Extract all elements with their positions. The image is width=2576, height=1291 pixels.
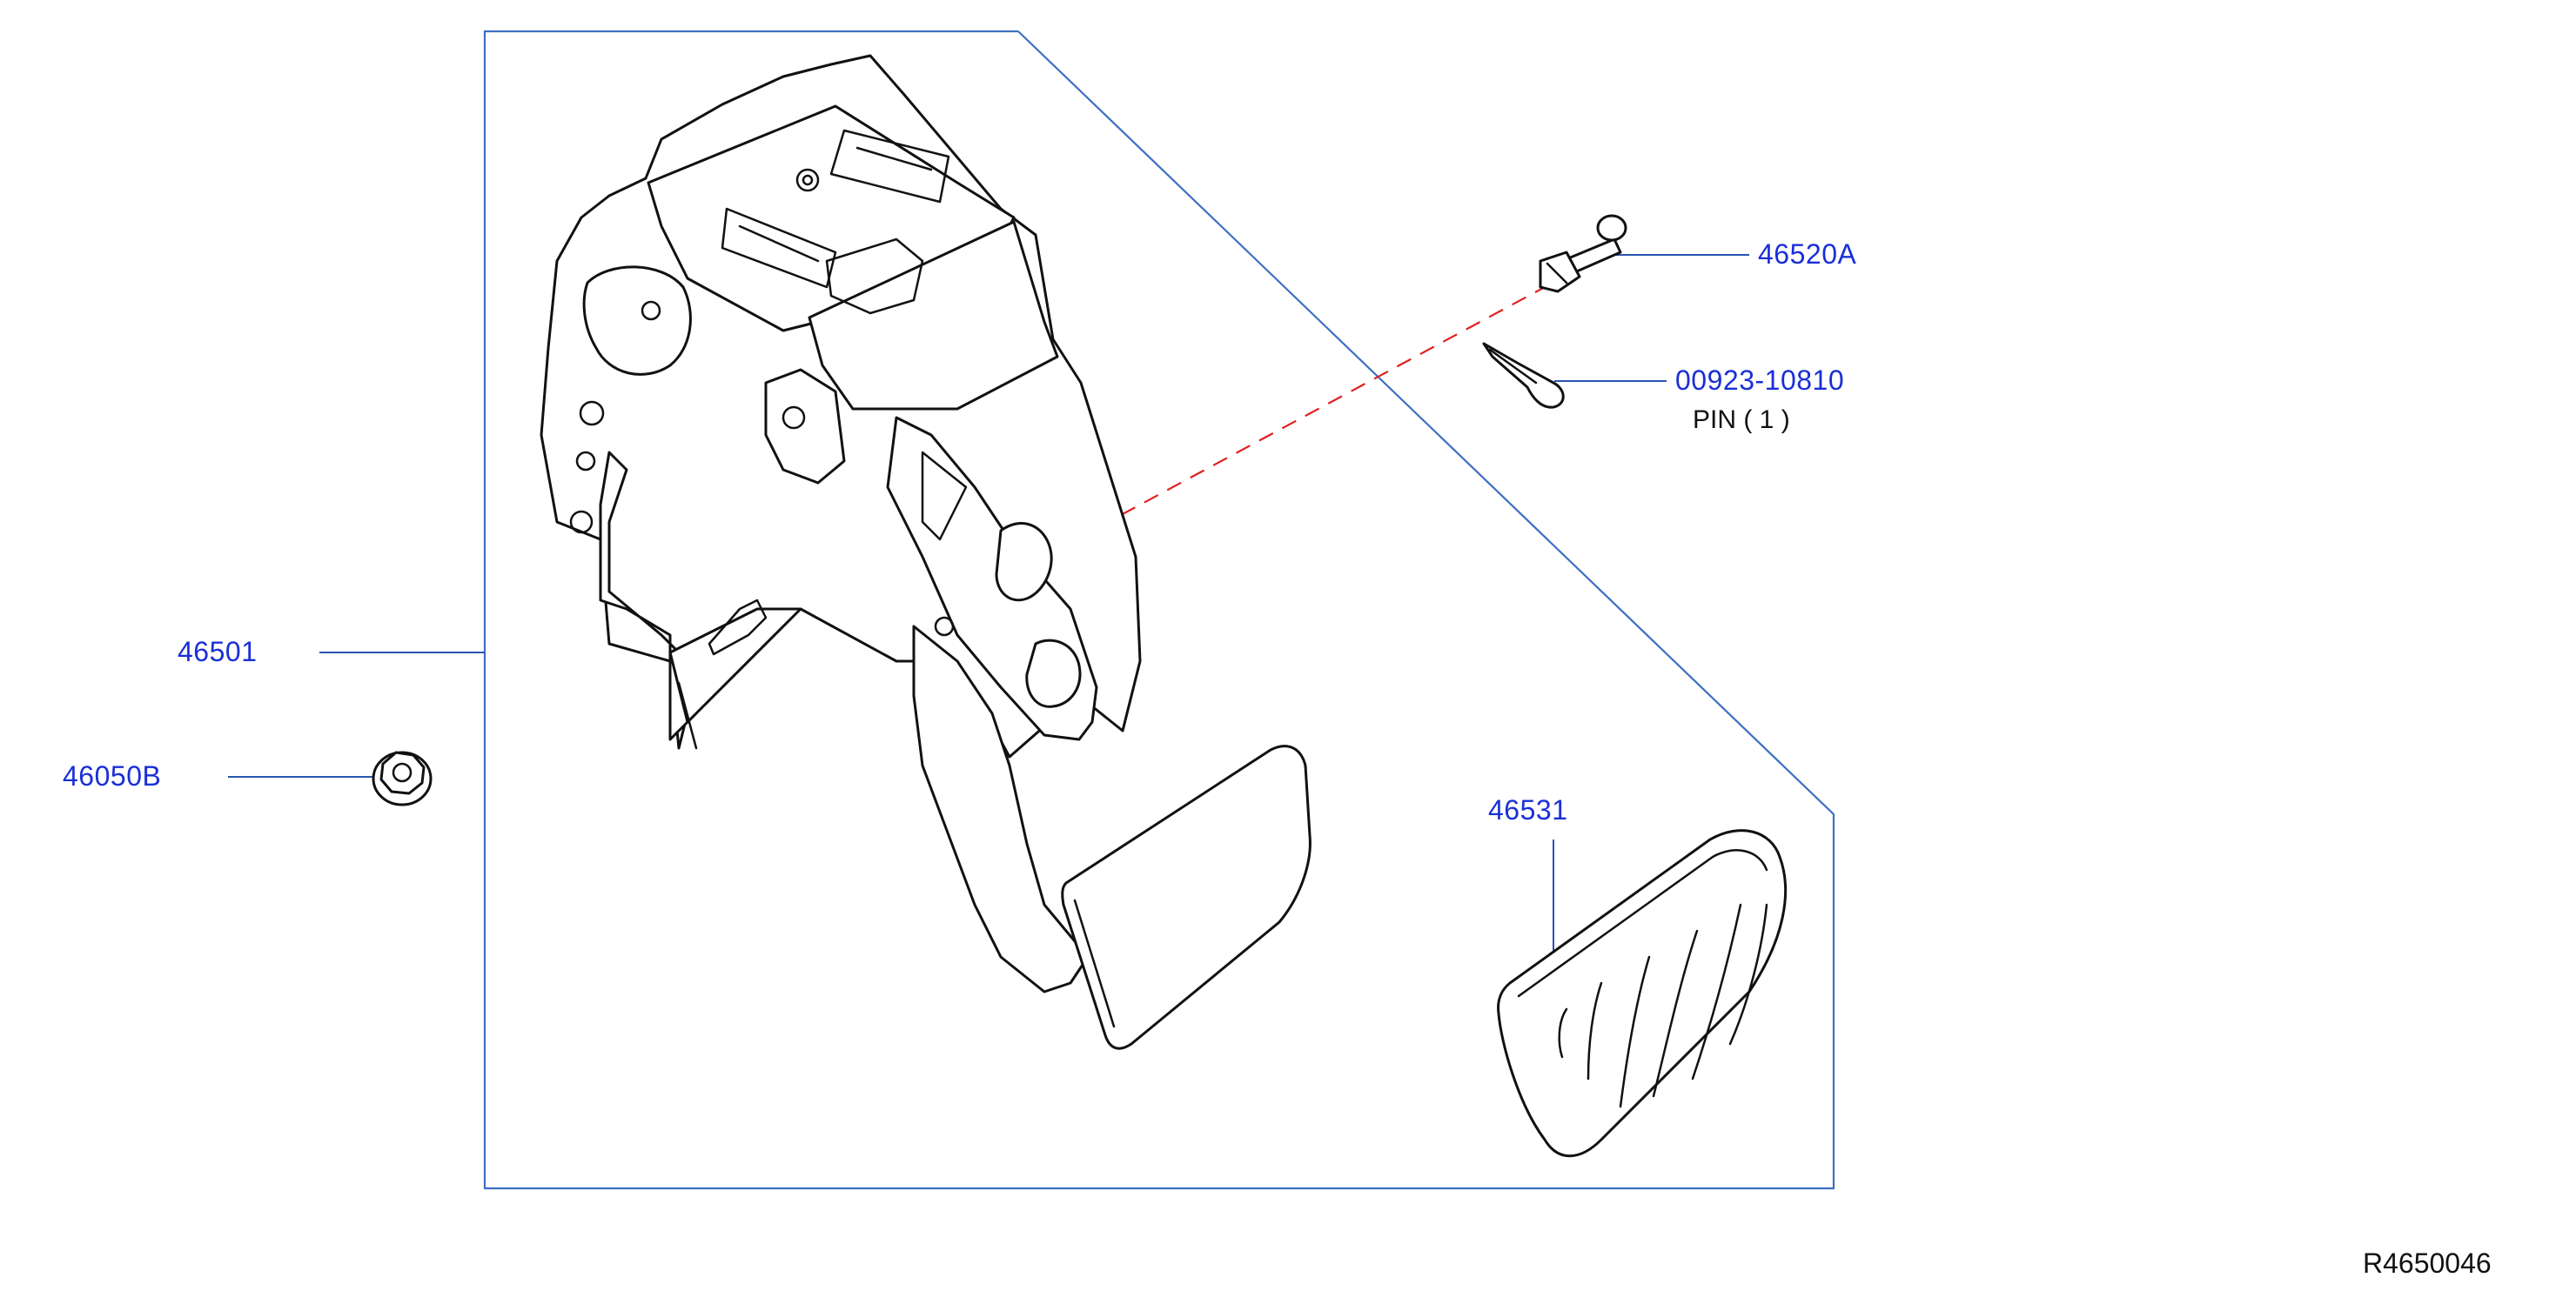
callout-46501[interactable]: 46501 bbox=[178, 636, 258, 667]
callout-46531[interactable]: 46531 bbox=[1488, 794, 1568, 826]
diagram-reference-code: R4650046 bbox=[2363, 1248, 2492, 1279]
callout-00923-10810[interactable]: 00923-10810 bbox=[1675, 365, 1845, 396]
flange-nut-icon[interactable] bbox=[372, 751, 433, 806]
install-dashed-line bbox=[1097, 279, 1559, 528]
assembly-frame bbox=[483, 30, 1835, 1190]
callout-46050b[interactable]: 46050B bbox=[63, 760, 162, 792]
pedal-pad-icon[interactable] bbox=[1497, 829, 1788, 1158]
clevis-bolt-icon[interactable] bbox=[1539, 214, 1627, 293]
pin-quantity-note: PIN ( 1 ) bbox=[1693, 405, 1790, 434]
cotter-pin-icon[interactable] bbox=[1482, 342, 1565, 409]
callout-46520a[interactable]: 46520A bbox=[1758, 238, 1857, 270]
brake-pedal-assembly-icon[interactable] bbox=[540, 54, 1311, 1050]
